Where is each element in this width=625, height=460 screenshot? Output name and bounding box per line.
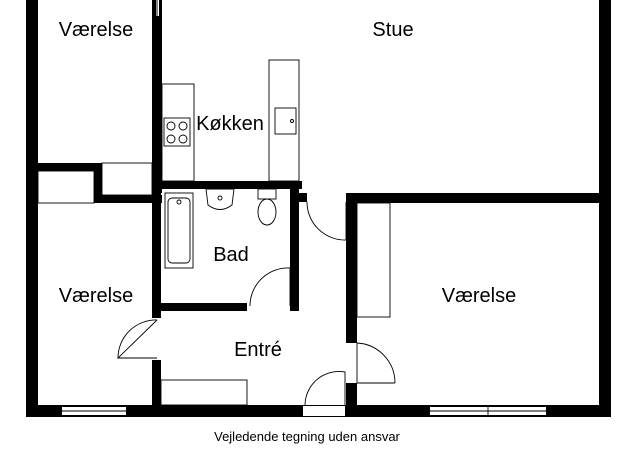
room-label-entre: Entré [234, 339, 282, 361]
windows [62, 0, 546, 415]
entry-closet [160, 379, 248, 406]
room-label-vaerelse-right: Værelse [442, 285, 516, 307]
closet [356, 202, 391, 318]
sink [274, 107, 297, 135]
bath-sink [205, 188, 235, 210]
toilet [257, 188, 277, 200]
room-label-vaerelse-top-left: Værelse [59, 19, 133, 41]
fixtures [37, 59, 391, 406]
disclaimer-caption: Vejledende tegning uden ansvar [214, 429, 400, 444]
walls [26, 0, 611, 417]
room-label-stue: Stue [372, 19, 413, 41]
doors [116, 194, 396, 416]
room-label-kokken: Køkken [196, 113, 264, 135]
room-label-bad: Bad [213, 244, 249, 266]
room-label-vaerelse-left: Værelse [59, 285, 133, 307]
